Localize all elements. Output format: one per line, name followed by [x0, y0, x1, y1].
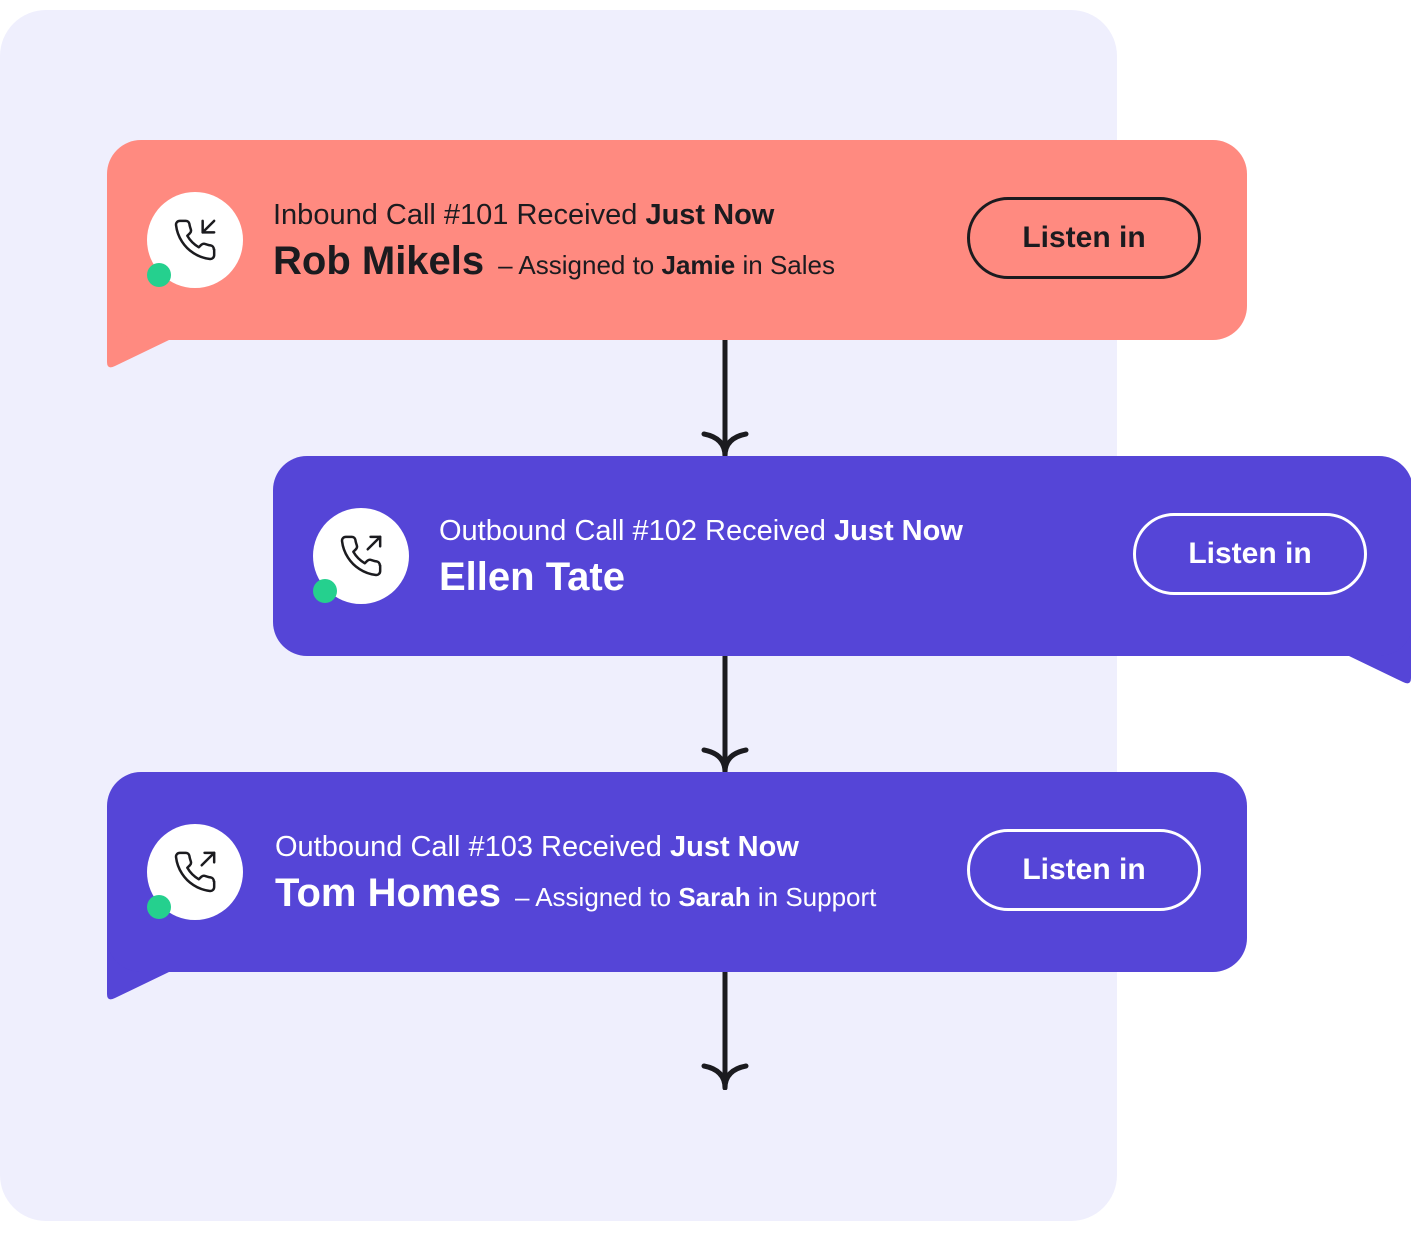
incoming-call-icon — [174, 219, 216, 261]
outgoing-call-icon — [174, 851, 216, 893]
online-status-dot — [313, 579, 337, 603]
listen-in-button[interactable]: Listen in — [967, 197, 1201, 279]
caller-name: Rob Mikels — [273, 239, 485, 283]
online-status-dot — [147, 263, 171, 287]
outgoing-call-icon — [340, 535, 382, 577]
call-title: Outbound Call #103 Received Just Now — [275, 831, 799, 863]
flow-arrow-2 — [701, 656, 749, 774]
call-icon-badge — [147, 192, 243, 288]
flow-arrow-3 — [701, 972, 749, 1090]
listen-in-button[interactable]: Listen in — [967, 829, 1201, 911]
call-card-inbound: Inbound Call #101 Received Just Now Rob … — [107, 140, 1247, 340]
call-card-outbound: Outbound Call #102 Received Just Now Ell… — [273, 456, 1411, 656]
assignment-info: – Assigned to Jamie in Sales — [498, 250, 836, 280]
online-status-dot — [147, 895, 171, 919]
flow-arrow-1 — [701, 340, 749, 458]
caller-name: Tom Homes — [275, 871, 501, 915]
listen-in-button[interactable]: Listen in — [1133, 513, 1367, 595]
caller-name: Ellen Tate — [439, 555, 625, 599]
call-title: Outbound Call #102 Received Just Now — [439, 515, 963, 547]
call-icon-badge — [313, 508, 409, 604]
call-icon-badge — [147, 824, 243, 920]
call-title: Inbound Call #101 Received Just Now — [273, 199, 775, 231]
assignment-info: – Assigned to Sarah in Support — [514, 882, 877, 912]
call-card-outbound: Outbound Call #103 Received Just Now Tom… — [107, 772, 1247, 972]
